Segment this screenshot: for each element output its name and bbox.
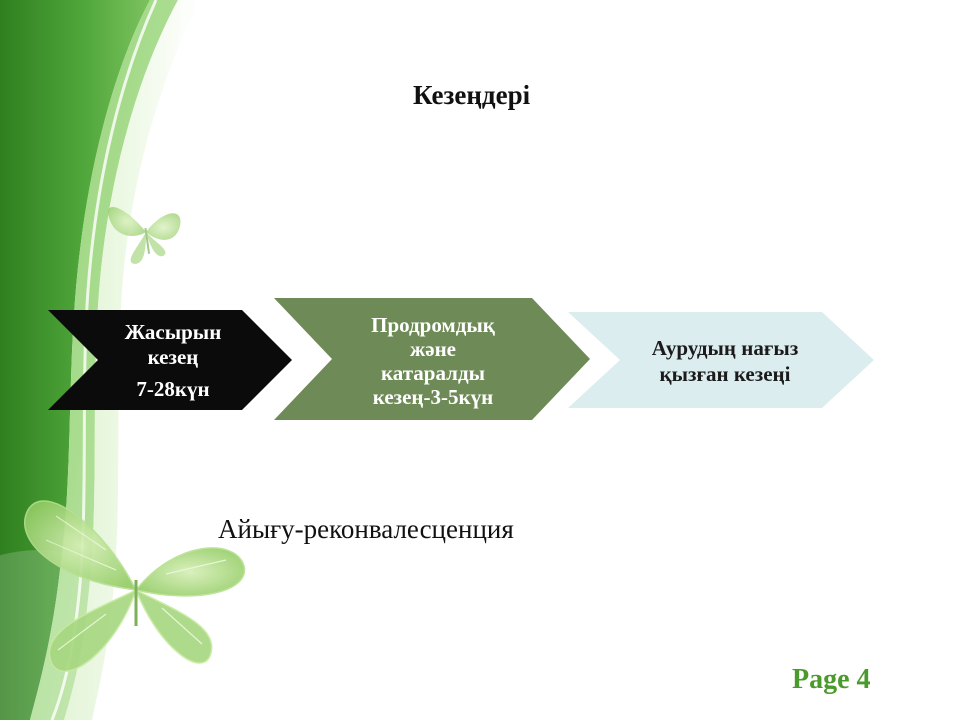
stage-2-label: Продромдық және катаралды кезең-3-5күн	[318, 302, 548, 420]
stage-3-line-1: Аурудың нағыз	[651, 335, 799, 360]
stage-1-duration: 7-28күн	[136, 376, 210, 401]
stage-2-line-4: кезең-3-5күн	[372, 385, 494, 410]
stage-3-line-2: қызған кезеңі	[659, 362, 791, 386]
stage-1-line-1: Жасырын	[124, 320, 222, 345]
stage-chevron-1	[48, 310, 292, 410]
recovery-stage-text: Айығу-реконвалесценция	[218, 514, 514, 544]
stage-chevron-3	[568, 312, 874, 408]
stage-2-line-2: және	[410, 336, 456, 361]
stage-1-label: Жасырын кезең 7-28күн	[88, 312, 258, 410]
page-number: Page 4	[792, 664, 871, 695]
stage-1-line-2: кезең	[147, 345, 199, 370]
stage-3-label: Аурудың нағыз қызған кезеңі	[605, 318, 845, 404]
stage-2-line-1: Продромдық	[371, 312, 495, 337]
stage-2-line-3: катаралды	[381, 361, 485, 385]
slide-title: Кезеңдері	[413, 80, 531, 110]
butterfly-small-icon	[108, 207, 181, 264]
butterfly-large-icon	[24, 500, 246, 672]
stage-chevron-2	[274, 298, 590, 420]
